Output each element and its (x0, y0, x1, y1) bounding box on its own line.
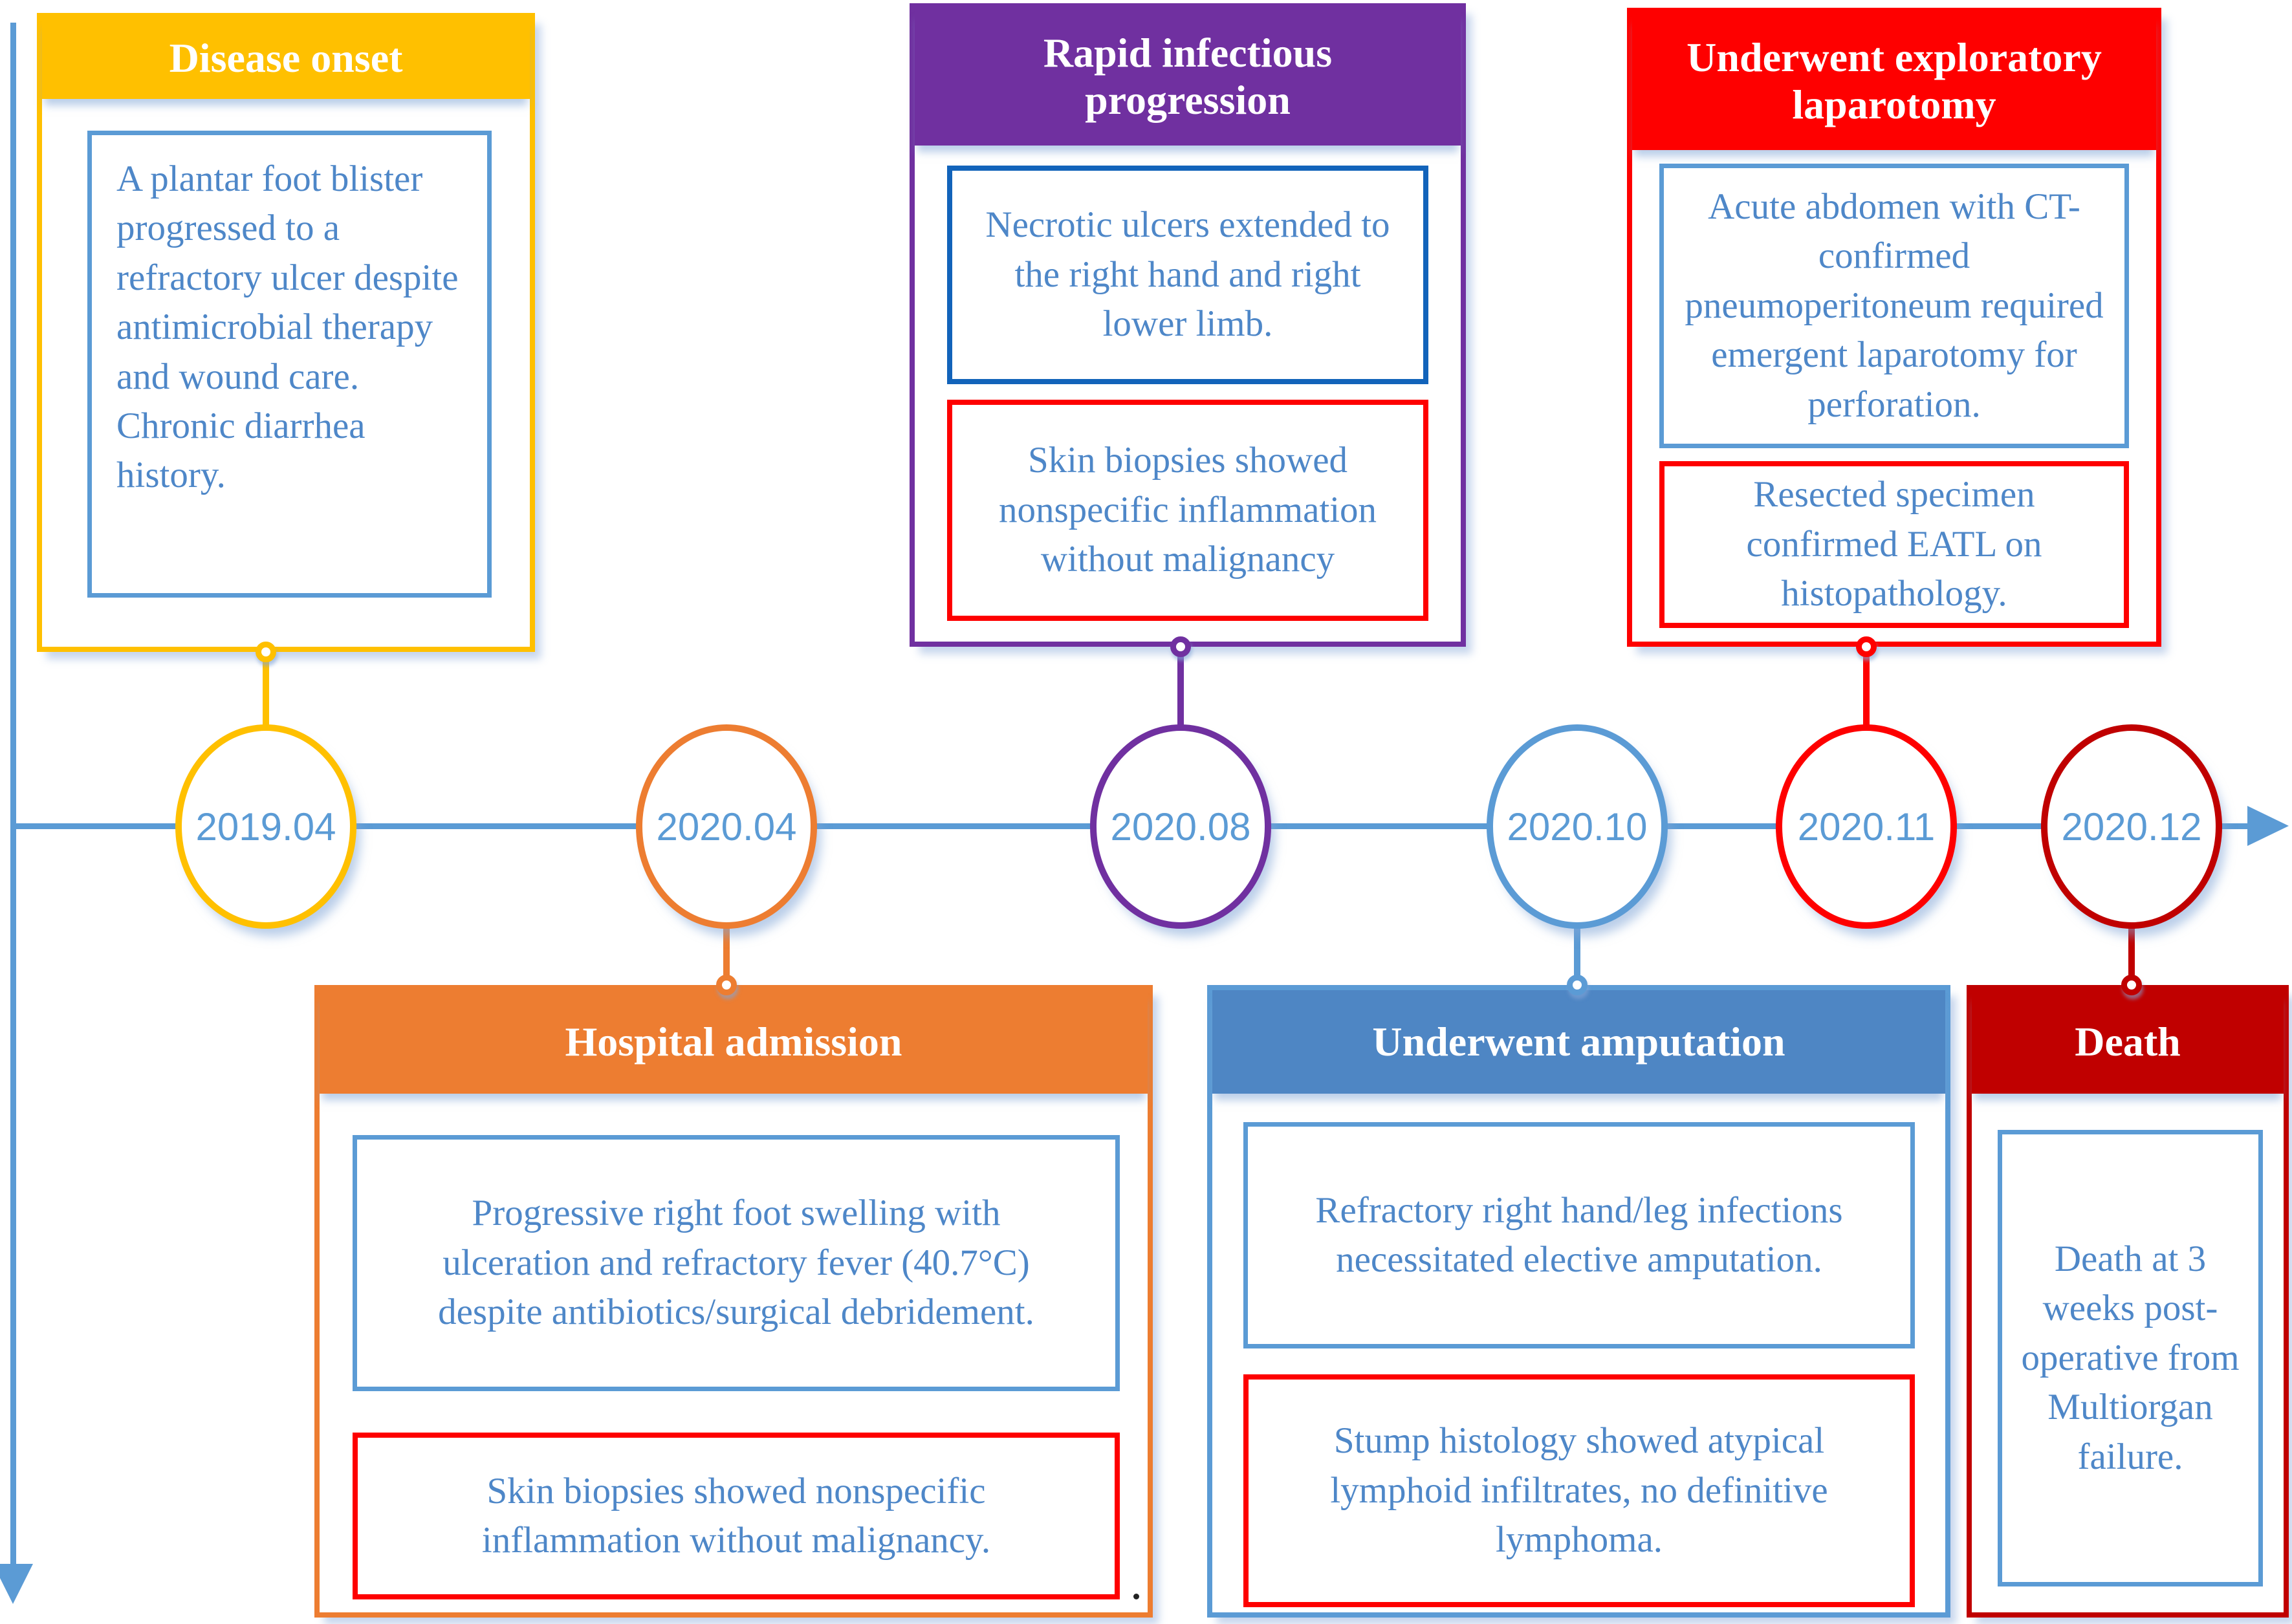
date-label: 2020.08 (1110, 805, 1251, 849)
stray-mark (1133, 1594, 1139, 1599)
connector-dot-icon (716, 975, 737, 995)
event-note: Progressive right foot swelling with ulc… (353, 1135, 1120, 1391)
event-card-disease-onset: Disease onset A plantar foot blister pro… (37, 13, 535, 652)
date-label: 2020.04 (656, 805, 797, 849)
connector-dot-icon (2121, 975, 2142, 995)
date-label: 2020.12 (2061, 805, 2202, 849)
event-note: Refractory right hand/leg infections nec… (1243, 1122, 1915, 1348)
note-text: A plantar foot blister progressed to a r… (116, 158, 459, 397)
note-text: Death at 3 weeks post-operative from Mul… (2021, 1239, 2240, 1477)
date-label: 2020.11 (1797, 805, 1936, 849)
note-text: Acute abdomen with CT-confirmed pneumope… (1685, 186, 2104, 425)
note-text: Skin biopsies showed nonspecific inflamm… (998, 440, 1377, 580)
event-title: Underwent exploratory laparotomy (1632, 13, 2156, 150)
event-note: Stump histology showed atypical lymphoid… (1243, 1374, 1915, 1607)
date-label: 2019.04 (195, 805, 336, 849)
timeline-arrow-icon (2247, 806, 2289, 846)
event-title: Death (1972, 990, 2284, 1094)
vertical-axis-line (10, 23, 16, 1568)
event-note: Acute abdomen with CT-confirmed pneumope… (1659, 164, 2129, 448)
event-note: Skin biopsies showed nonspecific inflamm… (947, 400, 1428, 621)
connector-disease-onset (263, 649, 269, 731)
connector-hospital-admission (723, 921, 730, 988)
event-note: Necrotic ulcers extended to the right ha… (947, 166, 1428, 384)
timeline-node-2020-12: 2020.12 (2041, 724, 2222, 929)
event-title: Underwent amputation (1212, 990, 1945, 1094)
event-note: A plantar foot blister progressed to a r… (87, 131, 492, 598)
note-text: Skin biopsies showed nonspecific inflamm… (481, 1470, 991, 1561)
event-note: Skin biopsies showed nonspecific inflamm… (353, 1433, 1120, 1599)
note-text: Refractory right hand/leg infections nec… (1315, 1189, 1843, 1280)
event-title: Rapid infectious progression (915, 8, 1461, 146)
vertical-axis-arrow-icon (0, 1564, 33, 1604)
timeline-node-2020-08: 2020.08 (1090, 724, 1271, 929)
note-text: Resected specimen confirmed EATL on hist… (1746, 474, 2042, 614)
event-note: Resected specimen confirmed EATL on hist… (1659, 461, 2129, 628)
connector-dot-icon (1567, 975, 1588, 995)
connector-dot-icon (1170, 636, 1191, 657)
event-card-rapid-infectious-progression: Rapid infectious progression Necrotic ul… (910, 3, 1466, 647)
event-card-exploratory-laparotomy: Underwent exploratory laparotomy Acute a… (1627, 8, 2161, 647)
note-text: Necrotic ulcers extended to the right ha… (985, 204, 1390, 345)
event-title: Hospital admission (320, 990, 1148, 1094)
note-text: Progressive right foot swelling with ulc… (438, 1193, 1034, 1333)
note-text: Stump histology showed atypical lymphoid… (1330, 1420, 1828, 1561)
connector-dot-icon (256, 642, 276, 662)
event-card-underwent-amputation: Underwent amputation Refractory right ha… (1207, 985, 1950, 1618)
connector-dot-icon (1856, 636, 1877, 657)
connector-rapid-infectious-progression (1177, 644, 1184, 731)
event-note: Death at 3 weeks post-operative from Mul… (1998, 1130, 2263, 1586)
connector-underwent-amputation (1574, 921, 1580, 988)
event-title: Disease onset (42, 18, 530, 99)
note-text: Chronic diarrhea history. (116, 405, 366, 496)
timeline-node-2020-04: 2020.04 (636, 724, 817, 929)
timeline-node-2020-11: 2020.11 (1776, 724, 1957, 929)
timeline-node-2019-04: 2019.04 (175, 724, 356, 929)
connector-exploratory-laparotomy (1863, 644, 1870, 731)
date-label: 2020.10 (1507, 805, 1648, 849)
timeline-node-2020-10: 2020.10 (1487, 724, 1668, 929)
connector-death (2128, 921, 2135, 988)
event-card-death: Death Death at 3 weeks post-operative fr… (1967, 985, 2289, 1618)
event-card-hospital-admission: Hospital admission Progressive right foo… (314, 985, 1153, 1618)
